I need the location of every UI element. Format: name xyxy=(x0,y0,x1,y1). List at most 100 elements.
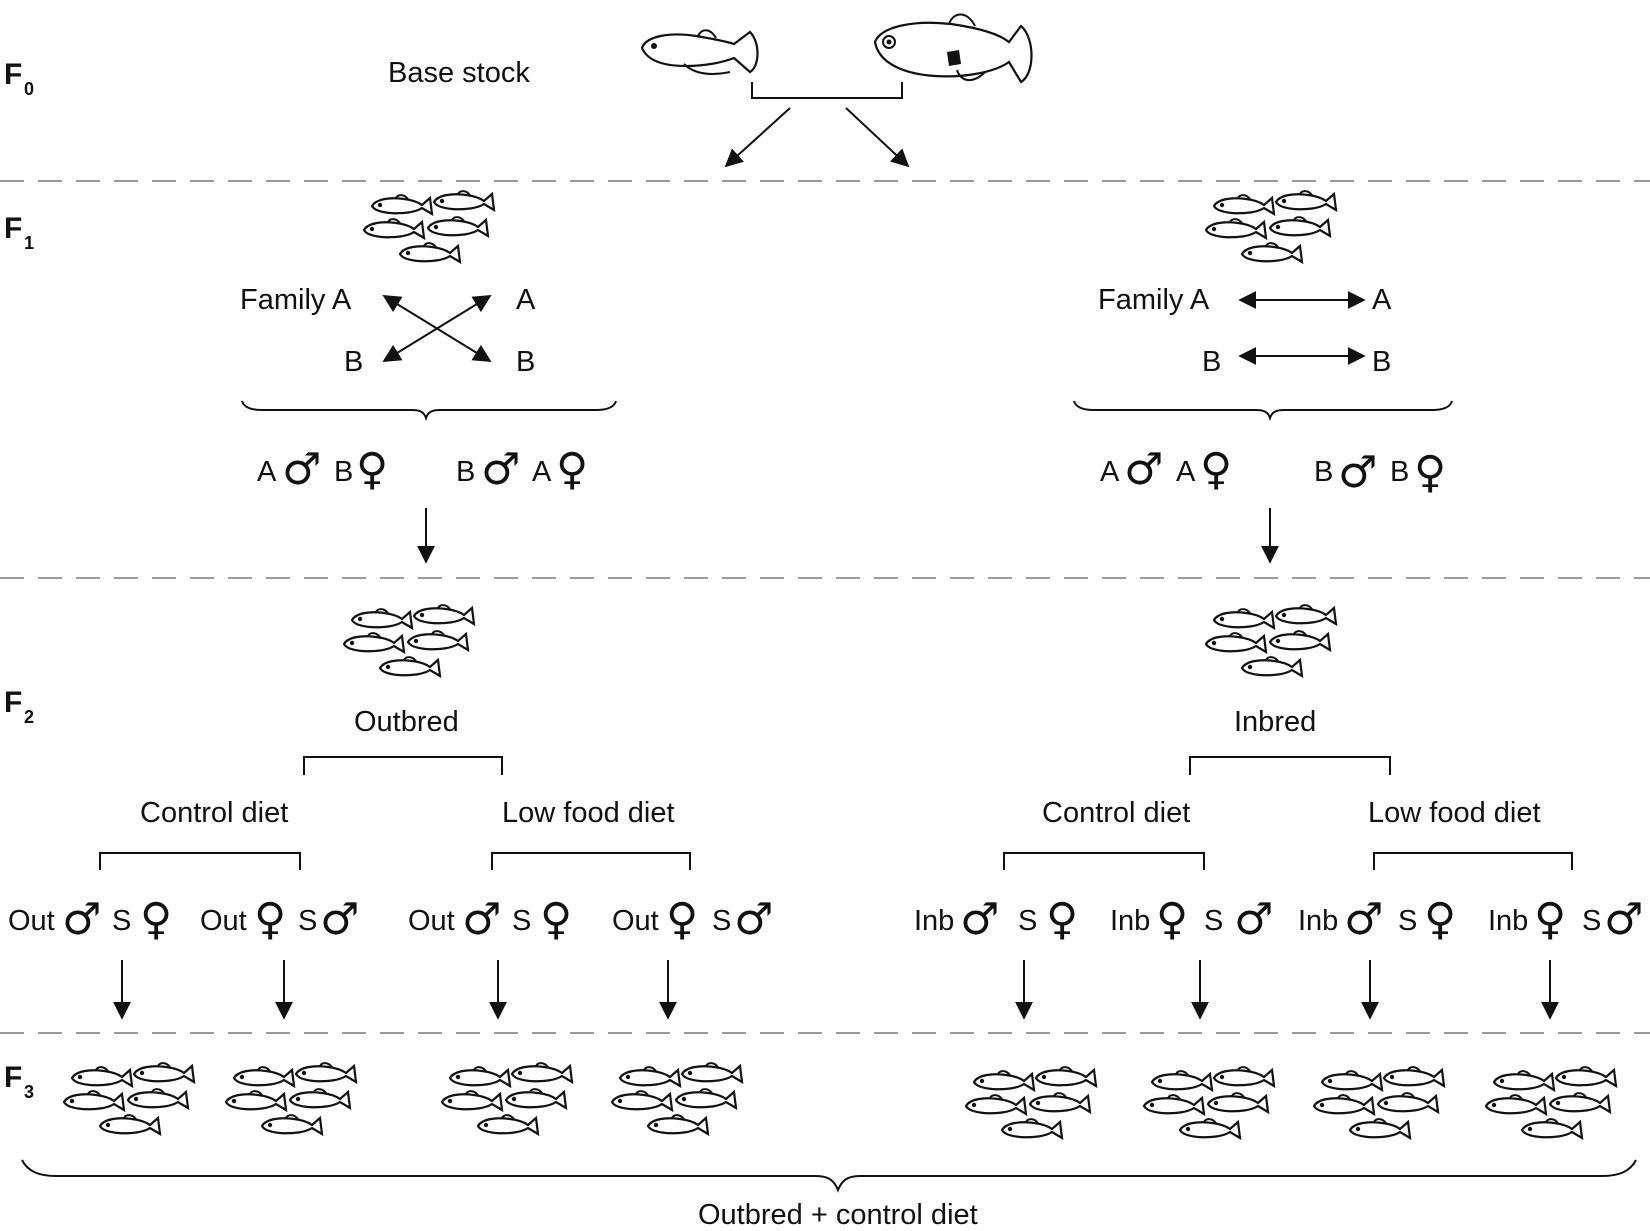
svg-text:3: 3 xyxy=(24,1082,34,1102)
left-family-a-label: Family A xyxy=(240,284,352,316)
f3-fish-school xyxy=(442,1063,572,1134)
svg-text:♀: ♀ xyxy=(1534,894,1566,945)
svg-text:♂: ♂ xyxy=(1344,894,1383,945)
left-low-food-bracket xyxy=(491,852,691,870)
male-symbol-icon: ♂ xyxy=(1338,447,1377,498)
right-f1-brace xyxy=(1073,400,1453,422)
svg-text:S: S xyxy=(1398,905,1417,937)
svg-text:F: F xyxy=(4,58,22,91)
svg-text:S: S xyxy=(1018,905,1037,937)
svg-text:♂: ♂ xyxy=(1604,894,1643,945)
f2-inbred-fish-school xyxy=(1206,605,1336,676)
left-b-label: B xyxy=(344,346,363,378)
svg-text:B: B xyxy=(1314,456,1333,488)
right-control-diet-label: Control diet xyxy=(1042,797,1190,829)
left-cross-out-male-s-female: Out ♂ S ♀ xyxy=(8,894,172,945)
f3-fish-school xyxy=(226,1063,356,1134)
svg-text:Inb: Inb xyxy=(1488,905,1528,937)
right-cross-low-inb-female-s-male: Inb ♀ S ♂ xyxy=(1488,894,1643,945)
right-cross-low-inb-male-s-female: Inb ♂ S ♀ xyxy=(1298,894,1456,945)
svg-text:2: 2 xyxy=(24,707,34,727)
right-low-food-diet-label: Low food diet xyxy=(1368,797,1541,829)
f3-fish-school xyxy=(1486,1067,1616,1138)
svg-text:B: B xyxy=(1390,456,1409,488)
svg-text:♂: ♂ xyxy=(62,894,101,945)
svg-text:S: S xyxy=(1204,905,1223,937)
female-fish-icon xyxy=(873,13,1033,84)
svg-text:♀: ♀ xyxy=(1156,894,1188,945)
svg-text:♀: ♀ xyxy=(140,894,172,945)
f3-fish-school xyxy=(966,1067,1096,1138)
inbred-label: Inbred xyxy=(1234,706,1316,738)
svg-text:A: A xyxy=(257,456,277,488)
svg-text:♀: ♀ xyxy=(254,894,286,945)
right-cross-inb-male-s-female: Inb ♂ S ♀ xyxy=(914,894,1078,945)
female-symbol-icon: ♀ xyxy=(1200,444,1232,495)
right-cross-2: B ♂ B ♀ xyxy=(1314,447,1446,498)
right-family-a-label: Family A xyxy=(1098,284,1210,316)
svg-text:♂: ♂ xyxy=(734,894,773,945)
f3-fish-school xyxy=(1314,1067,1444,1138)
svg-text:♀: ♀ xyxy=(1046,894,1078,945)
left-cross-2: B ♂ A ♀ xyxy=(456,444,588,495)
left-cross-out-female-s-male: Out ♀ S ♂ xyxy=(200,894,359,945)
female-symbol-icon: ♀ xyxy=(356,444,388,495)
svg-text:F: F xyxy=(4,686,22,719)
generation-f3-label: F 3 xyxy=(4,1061,34,1102)
left-f1-brace xyxy=(241,400,617,422)
svg-text:S: S xyxy=(298,905,317,937)
svg-text:Inb: Inb xyxy=(914,905,954,937)
outbred-label: Outbred xyxy=(354,706,459,738)
right-b-label: B xyxy=(1202,346,1221,378)
generation-f1-label: F 1 xyxy=(4,212,34,253)
svg-text:A: A xyxy=(1100,456,1120,488)
right-b-right-label: B xyxy=(1372,346,1391,378)
left-control-diet-bracket xyxy=(99,852,301,870)
f3-fish-school xyxy=(612,1063,742,1134)
male-symbol-icon: ♂ xyxy=(481,444,520,495)
f3-fish-school xyxy=(64,1063,194,1134)
svg-text:♀: ♀ xyxy=(666,894,698,945)
cross-arrow-b-a xyxy=(382,295,492,362)
right-control-diet-bracket xyxy=(1003,852,1205,870)
female-symbol-icon: ♀ xyxy=(556,444,588,495)
generation-f0-label: F 0 xyxy=(4,58,34,99)
base-stock-bracket xyxy=(751,82,903,99)
svg-text:A: A xyxy=(532,456,552,488)
female-symbol-icon: ♀ xyxy=(1414,447,1446,498)
male-fish-icon xyxy=(640,29,759,75)
svg-text:S: S xyxy=(112,905,131,937)
outbred-bracket xyxy=(303,756,503,775)
svg-text:Inb: Inb xyxy=(1298,905,1338,937)
right-cross-1: A ♂ A ♀ xyxy=(1100,444,1232,495)
svg-text:♀: ♀ xyxy=(540,894,572,945)
inbred-bracket xyxy=(1189,756,1391,775)
arrow-to-inbred-branch xyxy=(845,107,910,168)
svg-text:0: 0 xyxy=(24,79,34,99)
left-low-food-diet-label: Low food diet xyxy=(502,797,675,829)
svg-text:♀: ♀ xyxy=(1424,894,1456,945)
arrow-to-outbred-branch xyxy=(724,107,791,168)
svg-text:Inb: Inb xyxy=(1110,905,1150,937)
svg-text:F: F xyxy=(4,1061,22,1094)
left-a-label: A xyxy=(516,284,536,316)
svg-text:♂: ♂ xyxy=(462,894,501,945)
svg-text:Out: Out xyxy=(8,905,55,937)
svg-text:Out: Out xyxy=(200,905,247,937)
base-stock-label: Base stock xyxy=(388,57,530,89)
right-low-food-bracket xyxy=(1373,852,1573,870)
svg-text:S: S xyxy=(1582,905,1601,937)
svg-text:Out: Out xyxy=(612,905,659,937)
outbred-control-diet-label: Outbred + control diet xyxy=(698,1199,978,1231)
svg-text:S: S xyxy=(712,905,731,937)
left-b-right-label: B xyxy=(516,346,535,378)
svg-text:♂: ♂ xyxy=(320,894,359,945)
svg-text:S: S xyxy=(512,905,531,937)
left-control-diet-label: Control diet xyxy=(140,797,288,829)
svg-text:A: A xyxy=(1176,456,1196,488)
svg-text:♂: ♂ xyxy=(1234,894,1273,945)
right-cross-inb-female-s-male: Inb ♀ S ♂ xyxy=(1110,894,1273,945)
svg-text:Out: Out xyxy=(408,905,455,937)
